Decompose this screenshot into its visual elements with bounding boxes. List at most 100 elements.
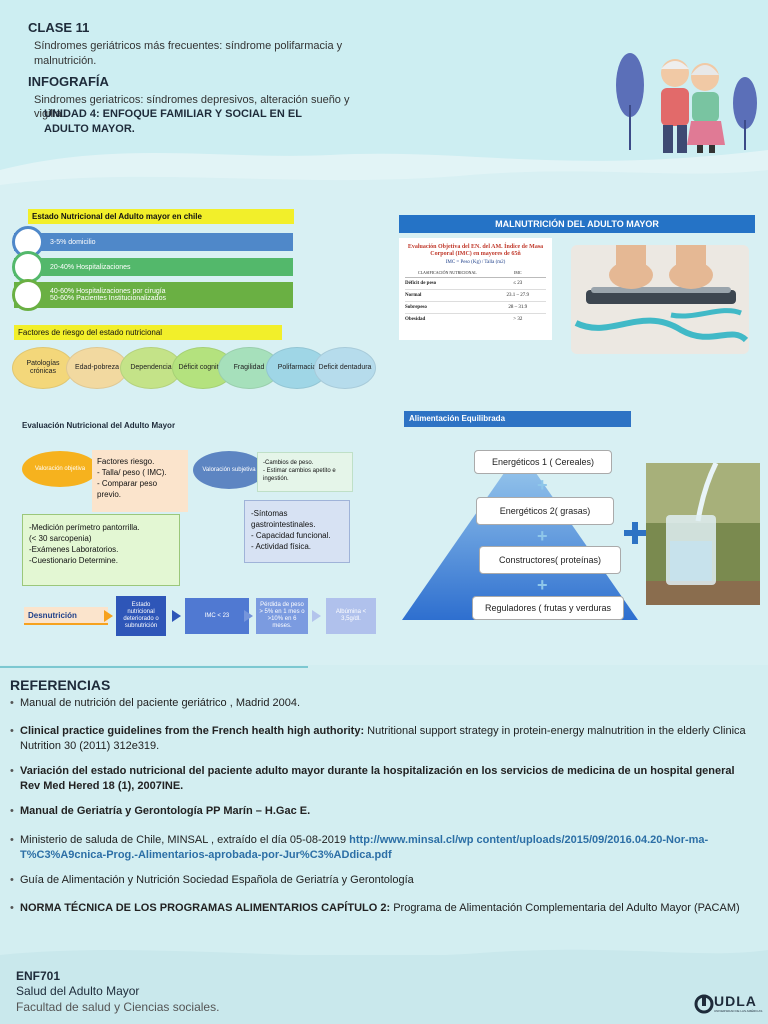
udla-logo-icon: [694, 994, 714, 1014]
reference-text: Manual de nutrición del paciente geriátr…: [20, 697, 301, 709]
subjetiva-item-2: - Estimar cambios apetito e ingestión.: [263, 468, 336, 482]
reference-text: Guía de Alimentación y Nutrición Socieda…: [20, 874, 414, 886]
reference-item-3: Variación del estado nutricional del pac…: [10, 764, 750, 794]
imc-row: Normal 23.1 – 27.9: [405, 290, 546, 302]
flow-step-3: Pérdida de peso > 5% en 1 mes o >10% en …: [256, 598, 308, 634]
reference-text: Nutritional support strategy in protein-…: [20, 725, 746, 752]
reference-link[interactable]: http://www.minsal.cl/wp content/uploads/…: [20, 834, 709, 861]
food-pyramid: [402, 450, 638, 620]
reference-bold: NORMA TÉCNICA DE LOS PROGRAMAS ALIMENTAR…: [20, 902, 391, 914]
factor-patologias: Patologías crónicas: [12, 347, 74, 389]
factor-dependencia: Dependencia: [120, 347, 182, 389]
estado-row-2: 20-40% Hospitalizaciones: [14, 258, 293, 276]
reference-item-1: Manual de nutrición del paciente geriátr…: [10, 696, 750, 711]
footer-wave: [0, 949, 768, 975]
course-code: ENF701: [16, 969, 61, 983]
alimentacion-title: Alimentación Equilibrada: [404, 411, 631, 427]
evaluacion-title: Evaluación Nutricional del Adulto Mayor: [22, 421, 176, 430]
water-glass-photo: [646, 463, 760, 605]
green-item-3: -Exámenes Laboratorios.: [29, 545, 119, 554]
plus-icon: +: [537, 575, 548, 595]
imc-row-label: Normal: [405, 293, 422, 298]
subjetiva-item-1: -Cambios de peso.: [263, 460, 314, 466]
reference-bold: Clinical practice guidelines from the Fr…: [20, 725, 365, 737]
factor-edad-pobreza: Edad-pobreza: [66, 347, 128, 389]
imc-col-clasificacion: CLASIFICACIÓN NUTRICIONAL: [417, 270, 477, 275]
plus-icon: +: [537, 475, 548, 495]
factores-title: Factores de riesgo del estado nutriciona…: [14, 325, 282, 340]
imc-row-value: 28 – 31.9: [508, 305, 528, 310]
header-wave: [0, 150, 768, 200]
estado-row-3-circle: [12, 279, 44, 311]
imc-row: Sobrepeso 28 – 31.9: [405, 302, 546, 314]
blue-item-2: - Capacidad funcional.: [251, 531, 331, 540]
pyramid-step-1: Energéticos 1 ( Cereales): [474, 450, 612, 474]
estado-row-3: 40-60% Hospitalizaciones por cirugía 50-…: [14, 282, 293, 308]
blue-item-3: - Actividad física.: [251, 542, 312, 551]
reference-text: Ministerio de saluda de Chile, MINSAL , …: [20, 834, 350, 846]
referencias-title: REFERENCIAS: [10, 677, 111, 693]
reference-item-2: Clinical practice guidelines from the Fr…: [10, 724, 750, 754]
plus-icon: +: [537, 526, 548, 546]
reference-item-5: Ministerio de saluda de Chile, MINSAL , …: [10, 833, 750, 863]
valoracion-subjetiva-oval: Valoración subjetiva: [193, 451, 265, 489]
infografia-text: Sindromes geriatricos: síndromes depresi…: [34, 94, 350, 120]
imc-table-card: Evaluación Objetiva del EN. del AM. Índi…: [399, 238, 552, 340]
imc-row-label: Déficit de peso: [405, 281, 437, 286]
objetiva-item-3: - Comparar peso previo.: [97, 479, 158, 499]
divider: [0, 666, 308, 668]
elderly-couple-illustration: [616, 53, 757, 153]
pyramid-step-2: Energéticos 2( grasas): [476, 497, 614, 525]
imc-row-label: Obesidad: [405, 317, 426, 322]
reference-item-6: Guía de Alimentación y Nutrición Socieda…: [10, 873, 750, 888]
objetiva-box: Factores riesgo. - Talla/ peso ( IMC). -…: [92, 450, 188, 512]
reference-text: Programa de Alimentación Complementaria …: [390, 902, 740, 914]
imc-row: Obesidad > 32: [405, 314, 546, 325]
imc-row: Déficit de peso ≤ 23: [405, 278, 546, 290]
clase-text: Síndromes geriátricos más frecuentes: sí…: [34, 40, 343, 67]
valoracion-objetiva-oval: Valoración objetiva: [22, 451, 98, 487]
pyramid-step-3: Constructores( proteínas): [479, 546, 621, 574]
pyramid-step-4: Reguladores ( frutas y verduras: [472, 596, 624, 620]
estado-row-2-label: 20-40% Hospitalizaciones: [50, 263, 131, 271]
arrow-right-icon: [104, 610, 113, 622]
imc-row-value: > 32: [513, 317, 523, 322]
reference-bold: Manual de Geriatría y Gerontología PP Ma…: [20, 805, 311, 817]
green-measures-box: -Medición perímetro pantorrilla. (< 30 s…: [22, 514, 180, 586]
scale-feet-photo: [571, 245, 749, 354]
course-name: Salud del Adulto Mayor: [16, 984, 140, 998]
subjetiva-box: -Cambios de peso. - Estimar cambios apet…: [257, 452, 353, 492]
estado-row-3-label-1: 40-60% Hospitalizaciones por cirugía: [50, 288, 166, 295]
malnutricion-title: MALNUTRICIÓN DEL ADULTO MAYOR: [399, 215, 755, 233]
estado-row-1: 3-5% domicilio: [14, 233, 293, 251]
green-item-4: -Cuestionario Determine.: [29, 556, 118, 565]
desnutricion-label: Desnutrición: [24, 607, 108, 625]
arrow-right-icon: [172, 610, 181, 622]
flow-step-2: IMC < 23: [185, 598, 249, 634]
green-item-1: -Medición perímetro pantorrilla.: [29, 523, 140, 532]
reference-bold: Variación del estado nutricional del pac…: [20, 765, 735, 792]
faculty-name: Facultad de salud y Ciencias sociales.: [16, 1000, 220, 1014]
plus-large-icon: [624, 522, 646, 544]
imc-row-label: Sobrepeso: [405, 305, 427, 310]
reference-item-4: Manual de Geriatría y Gerontología PP Ma…: [10, 804, 750, 819]
imc-table-title: Evaluación Objetiva del EN. del AM. Índi…: [407, 244, 544, 257]
clase-title: CLASE 11: [28, 20, 90, 35]
blue-item-1: -Síntomas gastrointestinales.: [251, 509, 316, 529]
udla-logo: UDLA UNIVERSIDAD DE LAS AMÉRICAS: [694, 993, 762, 1017]
imc-formula: IMC = Peso (Kg) / Talla (m2): [445, 260, 506, 265]
udla-logo-text: UDLA: [714, 993, 757, 1009]
estado-row-3-label-2: 50-60% Pacientes Institucionalizados: [50, 295, 166, 302]
objetiva-item-2: - Talla/ peso ( IMC).: [97, 468, 167, 477]
objetiva-item-1: Factores riesgo.: [97, 457, 155, 466]
arrow-right-icon: [312, 610, 321, 622]
arrow-right-icon: [244, 610, 253, 622]
flow-step-4: Albúmina < 3,5g/dl.: [326, 598, 376, 634]
estado-row-1-label: 3-5% domicilio: [50, 238, 96, 246]
green-item-2: (< 30 sarcopenia): [29, 534, 92, 543]
imc-col-imc: IMC: [514, 270, 522, 275]
estado-title: Estado Nutricional del Adulto mayor en c…: [28, 209, 294, 224]
imc-row-value: ≤ 23: [513, 281, 523, 286]
factor-deficit-dentadura: Deficit dentadura: [314, 347, 376, 389]
flow-step-1: Estado nutricional deteriorado o subnutr…: [116, 596, 166, 636]
